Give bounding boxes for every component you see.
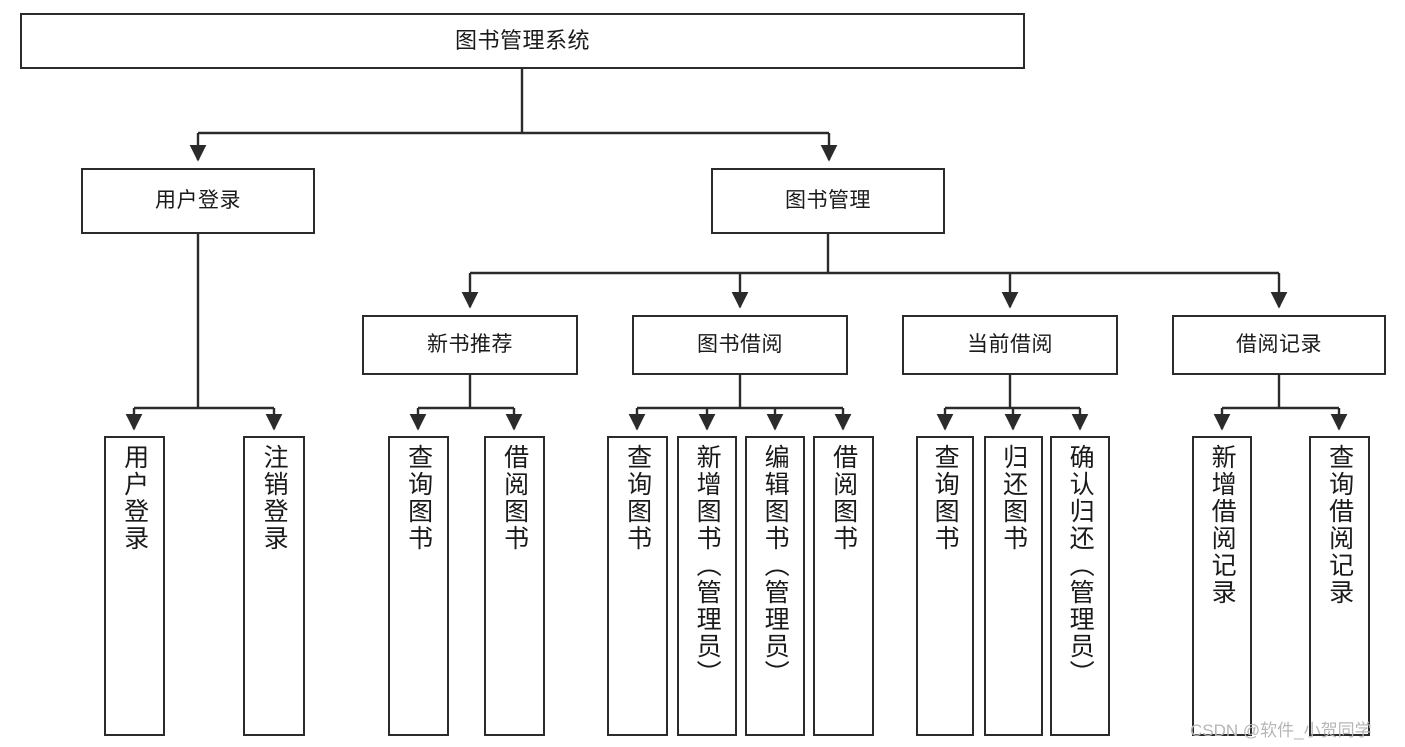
node-current-borrowing[interactable]: 当前借阅: [902, 315, 1118, 375]
node-label: 用户登录: [120, 444, 149, 552]
leaf-borrow-book-new[interactable]: 借阅图书: [484, 436, 545, 736]
node-book-borrowing[interactable]: 图书借阅: [632, 315, 848, 375]
leaf-return-book[interactable]: 归还图书: [984, 436, 1043, 736]
node-label: 查询图书: [931, 444, 960, 552]
node-label: 查询图书: [404, 444, 433, 552]
node-label: 新增图书（管理员）: [693, 444, 722, 687]
node-new-book-recommendation[interactable]: 新书推荐: [362, 315, 578, 375]
leaf-query-book-borrow[interactable]: 查询图书: [607, 436, 668, 736]
node-label: 注销登录: [260, 444, 289, 552]
node-label: 编辑图书（管理员）: [761, 444, 790, 687]
node-label: 归还图书: [999, 444, 1028, 552]
leaf-logout[interactable]: 注销登录: [243, 436, 305, 736]
node-label: 用户登录: [155, 188, 241, 212]
node-label: 借阅图书: [500, 444, 529, 552]
node-label: 查询借阅记录: [1325, 444, 1354, 606]
leaf-add-book-admin[interactable]: 新增图书（管理员）: [677, 436, 737, 736]
leaf-query-book-new[interactable]: 查询图书: [388, 436, 449, 736]
leaf-edit-book-admin[interactable]: 编辑图书（管理员）: [745, 436, 805, 736]
leaf-query-book-current[interactable]: 查询图书: [916, 436, 974, 736]
leaf-confirm-return-admin[interactable]: 确认归还（管理员）: [1050, 436, 1110, 736]
leaf-query-borrowing-record[interactable]: 查询借阅记录: [1309, 436, 1370, 736]
leaf-borrow-book[interactable]: 借阅图书: [813, 436, 874, 736]
node-root-book-management-system[interactable]: 图书管理系统: [20, 13, 1025, 69]
node-label: 当前借阅: [967, 332, 1053, 356]
leaf-user-login[interactable]: 用户登录: [104, 436, 165, 736]
node-book-management[interactable]: 图书管理: [711, 168, 945, 234]
csdn-watermark: CSDN @软件_小贺同学: [1190, 721, 1372, 740]
node-borrowing-records[interactable]: 借阅记录: [1172, 315, 1386, 375]
node-user-login[interactable]: 用户登录: [81, 168, 315, 234]
node-label: 新增借阅记录: [1208, 444, 1237, 606]
node-label: 确认归还（管理员）: [1066, 444, 1095, 687]
node-label: 图书管理: [785, 188, 871, 212]
node-label: 查询图书: [623, 444, 652, 552]
node-label: 图书管理系统: [454, 28, 590, 54]
node-label: 借阅图书: [829, 444, 858, 552]
node-label: 借阅记录: [1236, 332, 1322, 356]
node-label: 新书推荐: [427, 332, 513, 356]
node-label: 图书借阅: [697, 332, 783, 356]
leaf-add-borrowing-record[interactable]: 新增借阅记录: [1192, 436, 1252, 736]
